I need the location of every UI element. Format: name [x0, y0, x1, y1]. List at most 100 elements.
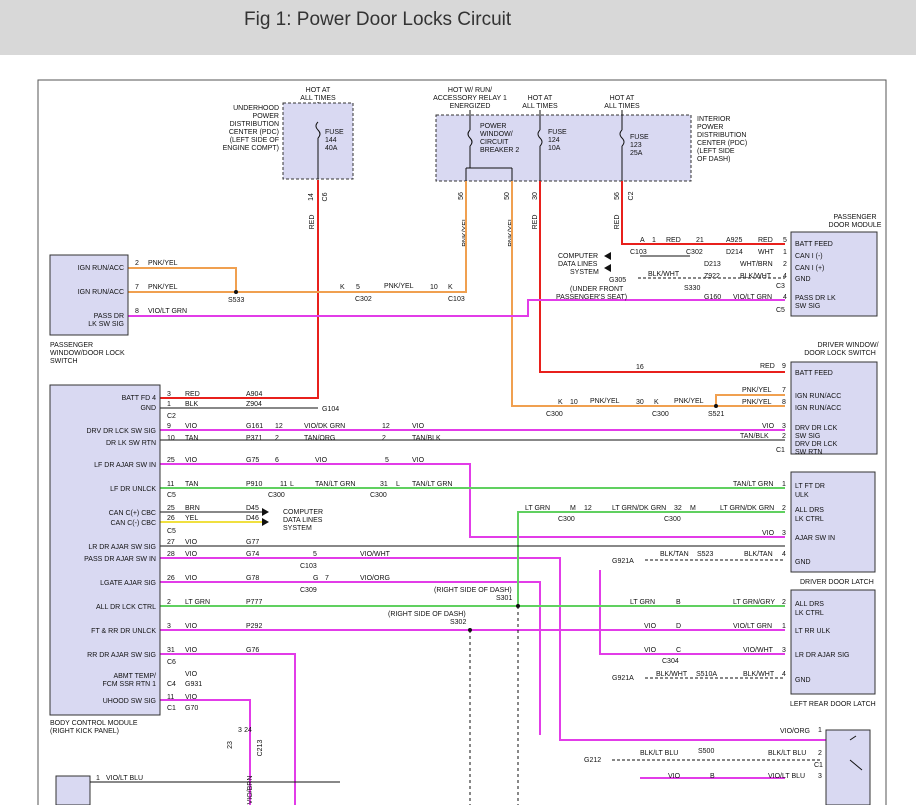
svg-text:12: 12: [584, 505, 592, 512]
svg-text:PNK/YEL: PNK/YEL: [148, 260, 178, 267]
ipdc-label-3: DISTRIBUTION: [697, 132, 746, 139]
svg-text:11: 11: [167, 481, 174, 488]
svg-text:1: 1: [783, 249, 787, 256]
svg-text:BRN: BRN: [185, 505, 200, 512]
svg-text:C103: C103: [300, 563, 317, 570]
svg-text:3: 3: [782, 647, 786, 654]
svg-text:VIO: VIO: [185, 575, 198, 582]
svg-text:25: 25: [167, 457, 175, 464]
pdc-label-1: UNDERHOOD: [233, 105, 279, 112]
svg-text:10: 10: [430, 284, 438, 291]
svg-text:3: 3: [782, 530, 786, 537]
svg-text:S533: S533: [228, 297, 244, 304]
svg-text:C5: C5: [167, 492, 176, 499]
svg-text:DOOR LOCK SWITCH: DOOR LOCK SWITCH: [804, 350, 876, 357]
svg-text:TAN/BLK: TAN/BLK: [740, 433, 769, 440]
svg-text:C3: C3: [776, 283, 785, 290]
svg-text:BLK/WHT: BLK/WHT: [743, 671, 775, 678]
wire-red-driver-batt: [539, 181, 785, 373]
wire-pnkyel-c300: [511, 181, 785, 407]
svg-text:C103: C103: [448, 296, 465, 303]
svg-text:VIO/BRN: VIO/BRN: [247, 776, 254, 805]
svg-text:LT GRN/DK GRN: LT GRN/DK GRN: [720, 505, 774, 512]
wire-vio-rr-ajar: [160, 653, 296, 805]
svg-text:12: 12: [275, 423, 283, 430]
svg-text:B: B: [676, 599, 681, 606]
svg-text:BATT FEED: BATT FEED: [795, 370, 833, 377]
svg-text:GND: GND: [795, 677, 811, 684]
svg-text:3: 3: [167, 391, 171, 398]
svg-text:3: 3: [782, 423, 786, 430]
svg-text:C5: C5: [776, 307, 785, 314]
svg-text:D: D: [676, 623, 681, 630]
svg-text:LK CTRL: LK CTRL: [795, 516, 824, 523]
ipdc-hot1-l1: HOT W/ RUN/: [448, 87, 492, 94]
ps-pin-1: IGN RUN/ACC: [78, 265, 124, 272]
svg-text:L: L: [396, 481, 400, 488]
svg-text:2: 2: [818, 750, 822, 757]
svg-text:PNK/YEL: PNK/YEL: [674, 398, 704, 405]
svg-text:VIO/ORG: VIO/ORG: [360, 575, 390, 582]
svg-text:VIO/LT GRN: VIO/LT GRN: [733, 294, 772, 301]
svg-text:8: 8: [135, 308, 139, 315]
svg-text:S301: S301: [496, 595, 512, 602]
cb-l4: BREAKER 2: [480, 147, 519, 154]
pdc-fuse-line1: FUSE: [325, 129, 344, 136]
svg-text:DATA LINES: DATA LINES: [558, 261, 598, 268]
svg-text:28: 28: [167, 551, 175, 558]
svg-text:GND: GND: [795, 559, 811, 566]
pdc-pin: 14: [308, 193, 315, 201]
svg-text:VIO: VIO: [644, 623, 657, 630]
ipdc-hot1-l2: ACCESSORY RELAY 1: [433, 95, 507, 102]
f123-l2: 123: [630, 142, 642, 149]
svg-text:G931: G931: [185, 681, 202, 688]
wire-pnkyel-s533: [128, 267, 237, 292]
svg-text:G70: G70: [185, 705, 198, 712]
bottom-left-component-box: [55, 775, 91, 805]
svg-text:VIO/LT BLU: VIO/LT BLU: [106, 775, 143, 782]
svg-text:BLK: BLK: [185, 401, 199, 408]
fuse-123-icon: [619, 129, 625, 147]
svg-text:LF DR AJAR SW IN: LF DR AJAR SW IN: [94, 462, 156, 469]
ipdc-wire-3: RED: [532, 215, 539, 230]
svg-text:RR DR AJAR SW SIG: RR DR AJAR SW SIG: [87, 652, 156, 659]
svg-text:9: 9: [167, 423, 171, 430]
svg-text:1: 1: [782, 481, 786, 488]
wire-vio-uhood: [160, 699, 251, 805]
wire-vio-lr-ajar: [599, 570, 785, 655]
svg-text:RED: RED: [185, 391, 200, 398]
svg-text:C1: C1: [167, 705, 176, 712]
svg-text:S330: S330: [684, 285, 700, 292]
svg-text:(RIGHT SIDE OF DASH): (RIGHT SIDE OF DASH): [388, 611, 466, 618]
pdc-fuse-icon: [315, 121, 321, 139]
svg-text:4: 4: [782, 551, 786, 558]
svg-text:7: 7: [782, 387, 786, 394]
svg-text:C: C: [676, 647, 681, 654]
svg-text:S500: S500: [698, 748, 714, 755]
svg-text:(UNDER FRONT: (UNDER FRONT: [570, 286, 624, 293]
svg-text:VIO: VIO: [412, 423, 425, 430]
f123-l3: 25A: [630, 150, 643, 157]
ipdc-pin-4: 56: [614, 192, 621, 200]
svg-text:SYSTEM: SYSTEM: [283, 525, 312, 532]
svg-text:A904: A904: [246, 391, 262, 398]
driver-switch-box: [790, 361, 878, 455]
ipdc-pin-1: 56: [458, 192, 465, 200]
ipdc-hot1-l3: ENERGIZED: [450, 103, 491, 110]
svg-text:G: G: [313, 575, 318, 582]
svg-text:COMPUTER: COMPUTER: [558, 253, 598, 260]
svg-text:11: 11: [167, 694, 174, 701]
svg-text:C300: C300: [268, 492, 285, 499]
svg-text:C304: C304: [662, 658, 679, 665]
svg-text:5: 5: [783, 237, 787, 244]
pdc-label-3: DISTRIBUTION: [230, 121, 279, 128]
svg-text:VIO: VIO: [185, 423, 198, 430]
svg-text:2: 2: [135, 260, 139, 267]
svg-text:ABMT TEMP/FCM SSR RTN 1: ABMT TEMP/FCM SSR RTN 1: [102, 673, 156, 688]
svg-text:G77: G77: [246, 539, 259, 546]
svg-text:PNK/YEL: PNK/YEL: [742, 387, 772, 394]
svg-text:G74: G74: [246, 551, 259, 558]
svg-text:9: 9: [782, 363, 786, 370]
svg-text:4: 4: [783, 273, 787, 280]
